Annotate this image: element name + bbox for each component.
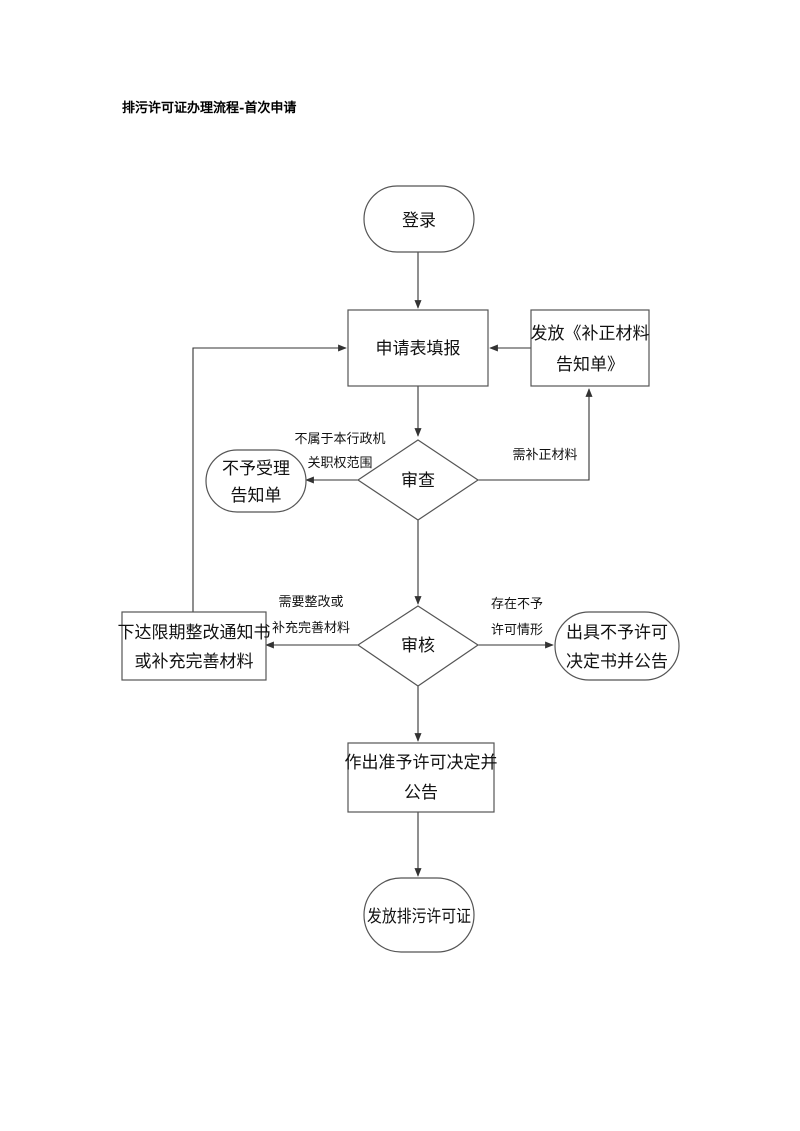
node-grant-decision-text-1: 作出准予许可决定并 <box>345 753 498 773</box>
edge-review-to-supplement <box>478 388 593 481</box>
node-deny-decision: 出具不予许可 决定书并公告 <box>554 611 680 681</box>
label-not-permitted-1: 存在不予 <box>491 597 543 612</box>
node-supplement-notice-text-2: 告知单》 <box>556 355 624 375</box>
node-issue-permit-text: 发放排污许可证 <box>367 907 471 927</box>
node-review-text: 审查 <box>401 471 435 491</box>
edges <box>192 252 593 877</box>
node-supplement-notice: 发放《补正材料 告知单》 <box>530 309 650 387</box>
node-rectify-notice-text-1: 下达限期整改通知书 <box>118 623 271 643</box>
label-need-rectify-2: 补充完善材料 <box>272 620 350 636</box>
node-reject-notice: 不予受理 告知单 <box>205 449 307 513</box>
label-need-rectify-1: 需要整改或 <box>278 595 343 610</box>
node-issue-permit: 发放排污许可证 <box>363 877 475 953</box>
node-supplement-notice-text-1: 发放《补正材料 <box>531 324 650 344</box>
page-title: 排污许可证办理流程-首次申请 <box>122 101 297 116</box>
edge-rectify-to-apply <box>192 344 347 612</box>
node-review: 审查 <box>356 439 480 521</box>
node-audit: 审核 <box>356 605 480 687</box>
node-grant-decision-text-2: 公告 <box>404 783 438 803</box>
label-out-of-scope-2: 关职权范围 <box>307 455 372 471</box>
label-need-supplement: 需补正材料 <box>512 448 577 463</box>
edge-labels: 不属于本行政机 关职权范围 需补正材料 需要整改或 补充完善材料 存在不予 许可… <box>272 432 578 638</box>
label-out-of-scope-1: 不属于本行政机 <box>294 432 385 447</box>
node-login: 登录 <box>363 185 475 253</box>
node-grant-decision: 作出准予许可决定并 公告 <box>345 742 498 813</box>
node-rectify-notice: 下达限期整改通知书 或补充完善材料 <box>118 611 271 681</box>
node-reject-notice-text-2: 告知单 <box>231 486 282 506</box>
label-not-permitted-2: 许可情形 <box>491 623 543 638</box>
node-apply-form-text: 申请表填报 <box>376 339 461 359</box>
node-login-text: 登录 <box>402 211 436 231</box>
node-reject-notice-text-1: 不予受理 <box>222 459 290 479</box>
node-deny-decision-text-1: 出具不予许可 <box>566 623 668 643</box>
node-apply-form: 申请表填报 <box>347 309 489 387</box>
node-deny-decision-text-2: 决定书并公告 <box>566 652 668 672</box>
node-rectify-notice-text-2: 或补充完善材料 <box>135 652 254 672</box>
node-audit-text: 审核 <box>401 636 435 656</box>
